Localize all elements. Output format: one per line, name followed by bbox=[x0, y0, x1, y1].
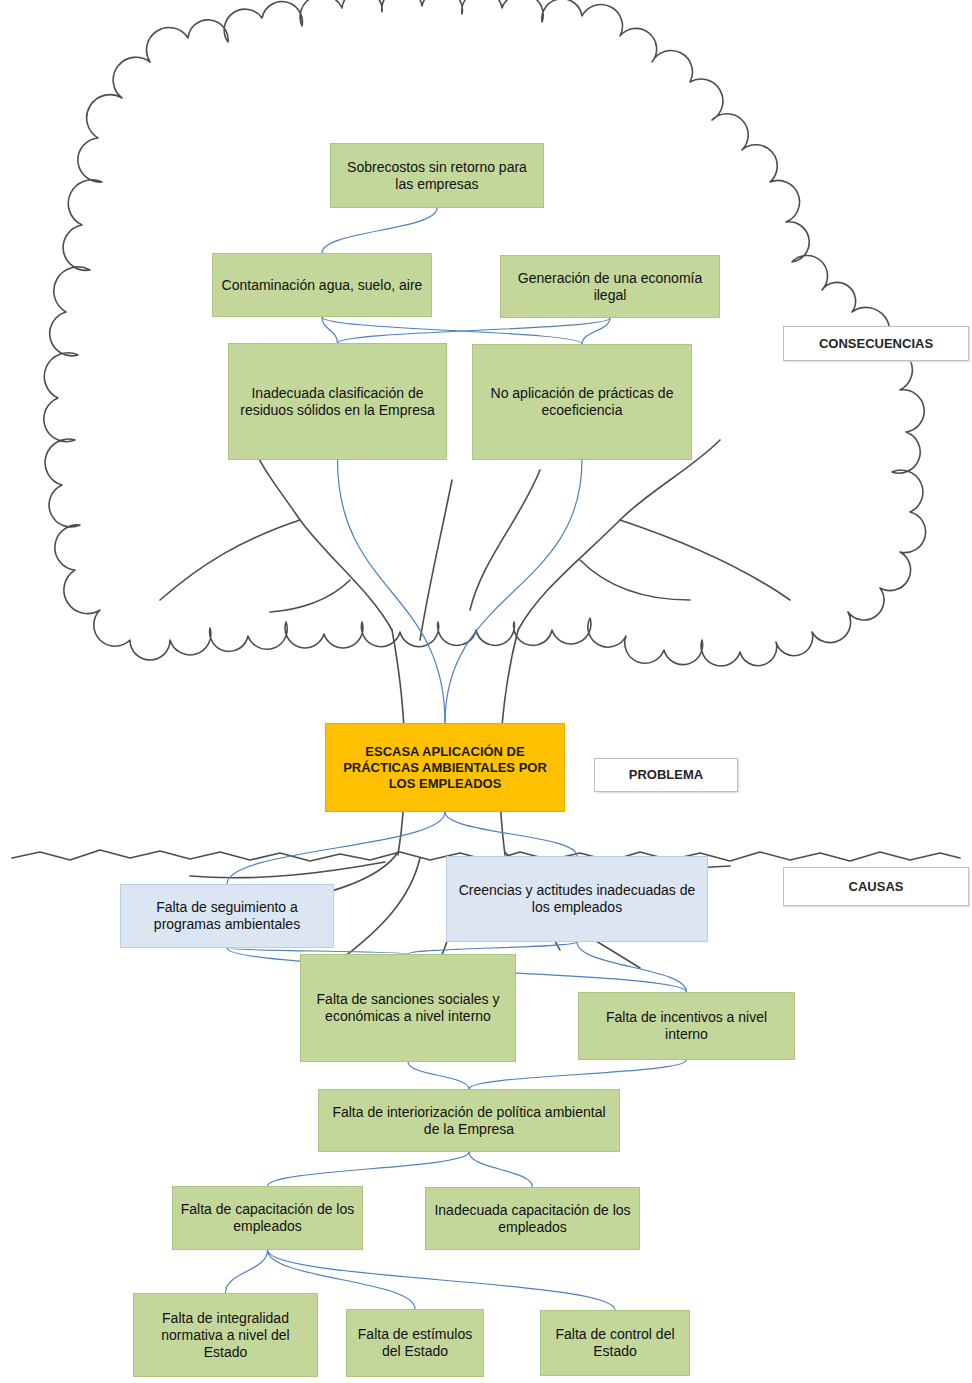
problem-tree-box: Falta de capacitación de los empleados bbox=[172, 1186, 363, 1250]
box-text: Falta de sanciones sociales y económicas… bbox=[308, 991, 508, 1025]
section-label-box: CONSECUENCIAS bbox=[783, 326, 969, 361]
connector-line bbox=[408, 1062, 469, 1089]
box-text: Inadecuada clasificación de residuos sól… bbox=[236, 385, 439, 419]
box-text: Falta de incentivos a nivel interno bbox=[586, 1009, 787, 1043]
problem-tree-box: Sobrecostos sin retorno para las empresa… bbox=[330, 143, 544, 208]
problem-tree-box: Falta de estímulos del Estado bbox=[346, 1309, 484, 1377]
connector-line bbox=[469, 1060, 687, 1089]
connector-line bbox=[577, 942, 687, 992]
box-text: Falta de control del Estado bbox=[548, 1326, 682, 1360]
problem-tree-box: Generación de una economía ilegal bbox=[500, 255, 720, 318]
box-text: Falta de capacitación de los empleados bbox=[180, 1201, 355, 1235]
cause-box: Creencias y actitudes inadecuadas de los… bbox=[446, 856, 708, 942]
problem-tree-box: Falta de integralidad normativa a nivel … bbox=[133, 1293, 318, 1377]
box-text: Falta de seguimiento a programas ambient… bbox=[128, 899, 326, 933]
connector-line bbox=[322, 317, 582, 344]
tree-trunk bbox=[160, 440, 790, 855]
section-label-box: PROBLEMA bbox=[594, 758, 738, 792]
problem-tree-box: No aplicación de prácticas de ecoeficien… bbox=[472, 344, 692, 460]
box-text: Contaminación agua, suelo, aire bbox=[222, 277, 423, 294]
connector-line bbox=[268, 1152, 470, 1186]
connector-line bbox=[322, 208, 437, 253]
box-text: Inadecuada capacitación de los empleados bbox=[433, 1202, 632, 1236]
box-text: Creencias y actitudes inadecuadas de los… bbox=[454, 882, 700, 916]
problem-tree-box: Falta de control del Estado bbox=[540, 1310, 690, 1376]
problem-tree-box: Falta de interiorización de política amb… bbox=[318, 1089, 620, 1152]
box-text: Falta de integralidad normativa a nivel … bbox=[141, 1310, 310, 1361]
connector-line bbox=[469, 1152, 533, 1187]
connector-line bbox=[445, 812, 577, 856]
connector-line bbox=[582, 318, 610, 344]
connector-line bbox=[338, 460, 446, 723]
connector-line bbox=[227, 812, 445, 884]
section-label-box: CAUSAS bbox=[783, 867, 969, 906]
connector-line bbox=[226, 1250, 268, 1293]
box-text: CAUSAS bbox=[849, 879, 904, 895]
problem-tree-box: Falta de sanciones sociales y económicas… bbox=[300, 954, 516, 1062]
box-text: ESCASA APLICACIÓN DE PRÁCTICAS AMBIENTAL… bbox=[333, 744, 557, 792]
problem-tree-box: Falta de incentivos a nivel interno bbox=[578, 992, 795, 1060]
problem-tree-box: Contaminación agua, suelo, aire bbox=[212, 253, 432, 317]
box-text: CONSECUENCIAS bbox=[819, 336, 933, 352]
problem-tree-box: Inadecuada capacitación de los empleados bbox=[425, 1187, 640, 1250]
box-text: Falta de estímulos del Estado bbox=[354, 1326, 476, 1360]
box-text: PROBLEMA bbox=[629, 767, 703, 783]
cause-box: Falta de seguimiento a programas ambient… bbox=[120, 884, 334, 948]
central-problem-box: ESCASA APLICACIÓN DE PRÁCTICAS AMBIENTAL… bbox=[325, 723, 565, 812]
box-text: Sobrecostos sin retorno para las empresa… bbox=[338, 159, 536, 193]
problem-tree-box: Inadecuada clasificación de residuos sól… bbox=[228, 343, 447, 460]
connector-line bbox=[268, 1250, 616, 1310]
box-text: Generación de una economía ilegal bbox=[508, 270, 712, 304]
connector-line bbox=[338, 318, 611, 343]
connector-line bbox=[445, 460, 582, 723]
box-text: No aplicación de prácticas de ecoeficien… bbox=[480, 385, 684, 419]
connector-line bbox=[408, 942, 577, 954]
box-text: Falta de interiorización de política amb… bbox=[326, 1104, 612, 1138]
